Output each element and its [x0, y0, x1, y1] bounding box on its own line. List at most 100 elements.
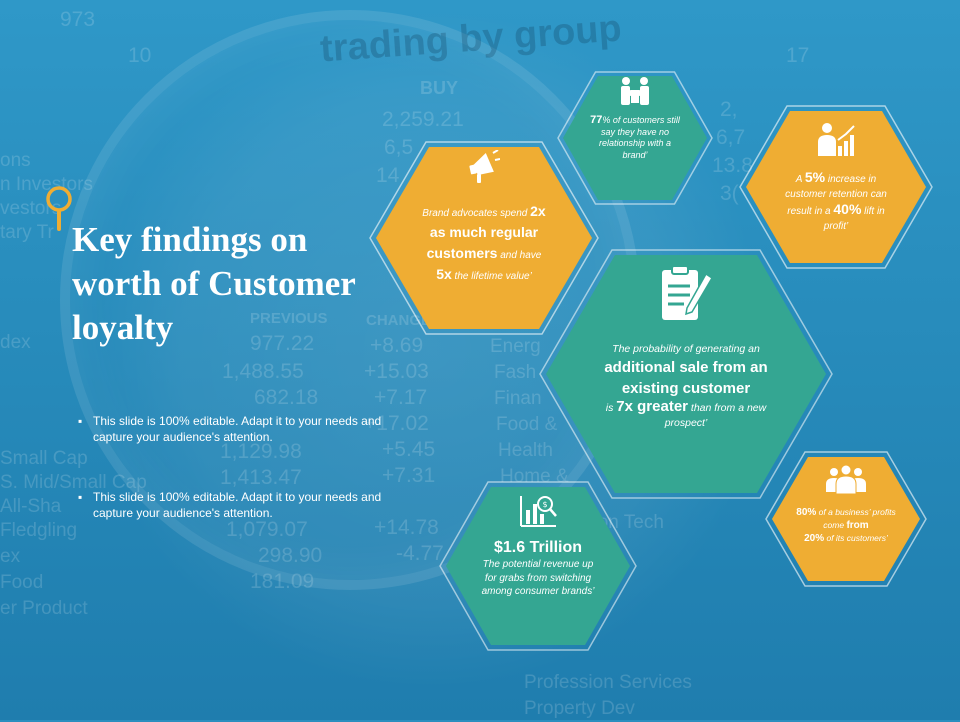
bg-change-value: +5.45 [382, 438, 436, 461]
brand-advocates-lead: Brand advocates spend [422, 208, 531, 219]
hexagon-probability: The probability of generating an addition… [538, 248, 834, 500]
hexagon-shape [439, 481, 637, 651]
slide-title: Key findings on worth of Customer loyalt… [72, 220, 356, 347]
bg-change-value: +15.03 [364, 360, 429, 383]
probability-7x: 7x greater [616, 398, 688, 415]
bullet-marker: ▪ [78, 490, 83, 504]
megaphone-icon [469, 150, 500, 183]
hexagon-shape [739, 105, 933, 269]
retention-text: A 5% increase in customer retention can … [774, 170, 898, 234]
bullet-list: ▪ This slide is 100% editable. Adapt it t… [78, 413, 418, 565]
bg-sector: Health [498, 440, 553, 461]
bg-sector: Energ [490, 336, 541, 357]
bullet-text: This slide is 100% editable. Adapt it to… [93, 490, 382, 520]
probability-emphasis: additional sale from an existing custome… [604, 359, 768, 397]
team-icon [826, 464, 866, 494]
revenue-text: The potential revenue up for grabs from … [481, 559, 595, 597]
clipboard-checklist-icon [662, 265, 714, 320]
bg-row-label: Fledgling [0, 520, 78, 541]
probability-lead: The probability of generating an [612, 343, 760, 355]
probability-is: is [605, 402, 617, 414]
hexagon-retention: A 5% increase in customer retention can … [738, 104, 934, 270]
retention-tail: lift in profit’ [823, 206, 885, 232]
bg-previous-value: 1,488.55 [222, 360, 304, 383]
bg-previous-value: 1,413.47 [220, 466, 302, 489]
brand-advocates-2x: 2x [530, 203, 546, 219]
bg-row-label: vestors [0, 198, 62, 219]
bullet-item: ▪ This slide is 100% editable. Adapt it t… [78, 489, 418, 521]
bg-number: 973 [60, 8, 96, 31]
search-pin-icon [46, 186, 72, 231]
bg-previous-value: 1,129.98 [220, 440, 302, 463]
retention-mid: increase in customer retention can resul… [785, 174, 887, 217]
money-chart-icon: $ [520, 496, 557, 527]
bg-number: 6,7 [716, 126, 746, 149]
profits-tail: of its customers’ [824, 533, 888, 543]
profits-80-percent: 80% [796, 507, 817, 518]
relationship-caption: % of customers still say they have no re… [598, 115, 680, 160]
hexagon-shape [539, 249, 833, 499]
bg-number: 2, [720, 98, 738, 121]
bg-previous-value: 977.22 [250, 332, 315, 355]
bullet-text: This slide is 100% editable. Adapt it to… [93, 414, 382, 444]
bg-sector: Property Dev [524, 698, 635, 719]
profits-from: from [846, 520, 869, 531]
growth-chart-icon [818, 123, 855, 156]
bg-number: 17 [786, 44, 810, 67]
bg-row-label: ons [0, 150, 31, 171]
brand-advocates-tail: the lifetime value’ [451, 271, 532, 282]
bg-row-label: tary Tr [0, 222, 54, 243]
bg-change-value: +17.02 [364, 412, 429, 435]
bg-previous-header: PREVIOUS [250, 310, 328, 327]
bg-change-value: +7.17 [374, 386, 428, 409]
bg-change-value: -4.77 [396, 542, 444, 565]
revenue-headline: $1.6 Trillion [493, 539, 583, 556]
brand-advocates-mid: and have [497, 250, 542, 261]
probability-tail: than from a new prospect’ [664, 402, 767, 429]
bg-number: 14 [376, 164, 400, 187]
bg-previous-value: 181.09 [250, 570, 315, 593]
bg-row-label: S. Mid/Small Cap [0, 472, 147, 493]
bg-row-label: ex [0, 546, 21, 567]
bg-buy: BUY [420, 78, 459, 98]
bg-number: 2,259.21 [382, 108, 464, 131]
relationship-percent: 77 [590, 114, 603, 126]
bg-previous-value: 1,079.07 [226, 518, 308, 541]
relationship-text: 77% of customers still say they have no … [586, 114, 684, 161]
hexagon-brand-advocates: Brand advocates spend 2x as much regular … [368, 140, 600, 336]
probability-text: The probability of generating an addition… [586, 342, 786, 431]
bg-row-label: Small Cap [0, 448, 88, 469]
bg-row-label: Food [0, 572, 44, 593]
svg-text:$: $ [542, 500, 547, 509]
bg-sector: Fash [494, 362, 537, 383]
handshake-icon [621, 77, 649, 105]
retention-lead: A [795, 174, 805, 185]
bullet-marker: ▪ [78, 414, 83, 428]
bg-number: 3( [720, 182, 739, 205]
brand-advocates-5x: 5x [436, 266, 452, 282]
profits-mid: of a business’ profits come [816, 507, 896, 530]
brand-advocates-text: Brand advocates spend 2x as much regular … [398, 202, 570, 286]
bg-sector: Profession Services [524, 672, 692, 693]
bg-number: 13.8 [712, 154, 753, 177]
bg-previous-value: 298.90 [258, 544, 323, 567]
bullet-item: ▪ This slide is 100% editable. Adapt it t… [78, 413, 418, 445]
retention-5-percent: 5% [804, 169, 826, 185]
bg-sector: Finan [494, 388, 542, 409]
hexagon-shape [369, 141, 599, 335]
bg-change-header: CHANGE [366, 312, 432, 329]
bg-row-label: n Investors [0, 174, 93, 195]
hexagon-shape [765, 451, 927, 587]
retention-40-percent: 40% [833, 201, 862, 217]
bg-row-label: All-Sha [0, 496, 62, 517]
bg-change-value: +8.69 [370, 334, 424, 357]
bg-row-label: dex [0, 332, 31, 353]
hexagon-revenue: $ $1.6 Trillion The potential revenue up… [438, 480, 638, 652]
brand-advocates-emphasis: as much regular customers [426, 224, 539, 261]
bg-change-value: +7.31 [382, 464, 436, 487]
bg-number: 6,5 [384, 136, 414, 159]
hexagon-shape [557, 71, 713, 205]
bg-sector: Food & [496, 414, 558, 435]
